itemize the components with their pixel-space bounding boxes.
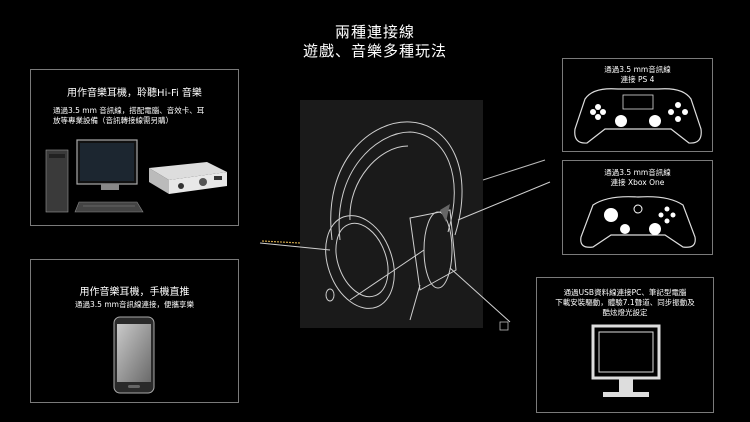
ps4-panel: 通過3.5 mm音訊線 連接 PS 4 [562,58,713,152]
hifi-panel: 用作音樂耳機，聆聽Hi-Fi 音樂 通過3.5 mm 音訊線，搭配電腦、音效卡、… [30,69,239,226]
page-subtitle: 遊戲、音樂多種玩法 [302,42,447,60]
pc-panel-line2: 下載安裝驅動，體驗7.1聲道、同步振動及 [555,298,695,307]
desktop-computer-icon [45,139,144,213]
hifi-panel-desc-2: 放等專業設備（音訊轉接線需另購） [53,116,173,125]
xbox-panel: 通過3.5 mm音訊線 連接 Xbox One [562,160,713,255]
pc-panel: 通過USB資料線連接PC、筆記型電腦 下載安裝驅動，體驗7.1聲道、同步振動及 … [536,277,714,413]
phone-panel-desc: 通過3.5 mm音訊線連接，便攜享樂 [75,300,194,309]
headset-icon [259,121,551,323]
headset-image [259,100,551,328]
ps4-panel-line2: 連接 PS 4 [620,75,655,84]
xbox-panel-line2: 連接 Xbox One [610,178,665,187]
xbox-controller-icon [580,196,696,248]
xbox-panel-line1: 通過3.5 mm音訊線 [604,168,671,177]
pc-panel-line1: 通過USB資料線連接PC、筆記型電腦 [563,288,687,297]
page-title: 兩種連接線 [334,23,415,41]
hifi-panel-desc-1: 通過3.5 mm 音訊線，搭配電腦、音效卡、耳 [53,106,205,115]
phone-panel-title: 用作音樂耳機，手機直推 [79,287,190,298]
amplifier-icon [149,162,227,194]
monitor-icon [591,324,661,397]
pc-panel-line3: 酷炫燈光設定 [602,308,648,317]
ps4-panel-line1: 通過3.5 mm音訊線 [604,65,671,74]
hifi-panel-title: 用作音樂耳機，聆聽Hi-Fi 音樂 [67,88,202,99]
ps4-controller-icon [574,88,702,144]
phone-panel: 用作音樂耳機，手機直推 通過3.5 mm音訊線連接，便攜享樂 [30,259,239,403]
smartphone-icon [113,316,155,394]
